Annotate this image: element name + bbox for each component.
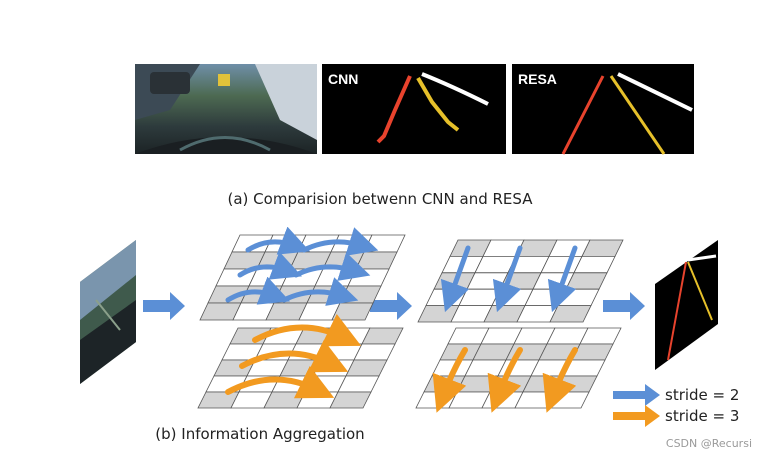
horizontal-stride2-arrow xyxy=(301,227,379,256)
vertical-stride3-arrow xyxy=(432,347,468,413)
cnn-label: CNN xyxy=(328,71,358,87)
horizontal-stride2-arrow xyxy=(237,251,303,280)
flow-arrow-2 xyxy=(370,292,412,320)
watermark: CSDN @Recursi xyxy=(665,437,752,450)
input-image xyxy=(80,240,136,384)
road-photo xyxy=(135,64,317,154)
flow-arrow-3 xyxy=(603,292,645,320)
caption-b: (b) Information Aggregation xyxy=(155,425,365,443)
vertical-stride2-arrow xyxy=(492,245,523,313)
horizontal-stride2-arrow xyxy=(225,276,291,305)
legend-stride3-arrow xyxy=(613,405,660,427)
resa-output-panel xyxy=(512,64,694,155)
horizontal-stride3-arrow xyxy=(252,313,362,347)
horizontal-stride3-arrow xyxy=(239,339,349,373)
flow-arrow-1 xyxy=(143,292,185,320)
horizontal-stride2-arrow xyxy=(293,252,371,281)
grid-vertical-stride3 xyxy=(415,327,622,409)
output-image xyxy=(655,240,718,370)
resa-label: RESA xyxy=(518,71,557,87)
grid-horizontal-stride3 xyxy=(197,327,404,409)
feature-grids xyxy=(197,226,624,413)
legend-stride2-arrow xyxy=(613,384,660,406)
cnn-output-panel xyxy=(322,64,506,154)
caption-a: (a) Comparision betwenn CNN and RESA xyxy=(227,190,533,208)
horizontal-stride3-arrow xyxy=(225,365,335,399)
grid-cell xyxy=(329,391,372,409)
horizontal-stride2-arrow xyxy=(245,226,311,255)
vertical-stride2-arrow xyxy=(440,245,471,313)
vertical-stride3-arrow xyxy=(542,347,578,413)
horizontal-stride2-arrow xyxy=(281,277,359,306)
legend-stride2-label: stride = 2 xyxy=(665,386,740,404)
vertical-stride3-arrow xyxy=(487,347,523,413)
legend-stride3-label: stride = 3 xyxy=(665,407,740,425)
vertical-stride2-arrow xyxy=(547,245,578,313)
